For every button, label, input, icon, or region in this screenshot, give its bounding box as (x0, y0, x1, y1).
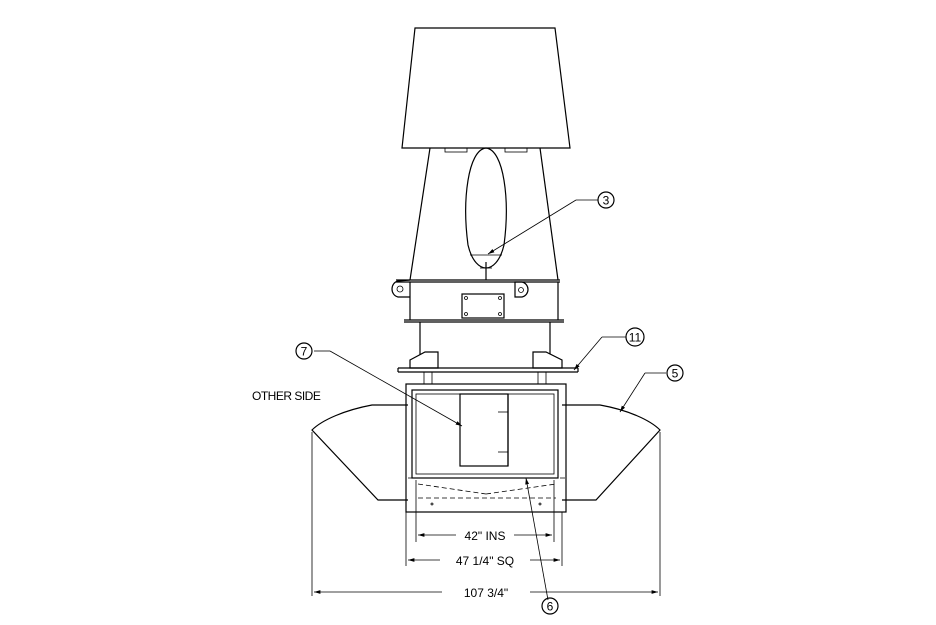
internal-panel (459, 393, 509, 467)
callout-11-label: 11 (629, 331, 642, 345)
dim-inside-label: 42" INS (465, 529, 506, 543)
callout-7-label: 7 (301, 345, 308, 359)
dim-overall-label: 107 3/4" (464, 586, 508, 600)
callout-3: 3 (597, 191, 615, 209)
access-plate (461, 293, 505, 319)
curb-box (405, 383, 567, 513)
stack-column (409, 147, 559, 281)
weather-hood (401, 27, 571, 149)
side-wings (311, 404, 661, 501)
other-side-label: OTHER SIDE (252, 389, 321, 403)
callout-5: 5 (666, 364, 684, 382)
callout-6: 6 (541, 597, 559, 615)
callout-3-label: 3 (603, 194, 610, 208)
curb-cap (397, 351, 579, 385)
callout-6-label: 6 (547, 600, 554, 614)
dimension-lines (311, 432, 661, 596)
callout-5-label: 5 (672, 367, 679, 381)
mounting-band (391, 279, 560, 320)
damper-blade (465, 147, 507, 280)
callout-11: 11 (625, 327, 645, 347)
leader-lines (314, 199, 666, 601)
callout-7: 7 (295, 342, 313, 360)
dim-square-label: 47 1/4" SQ (456, 554, 514, 568)
